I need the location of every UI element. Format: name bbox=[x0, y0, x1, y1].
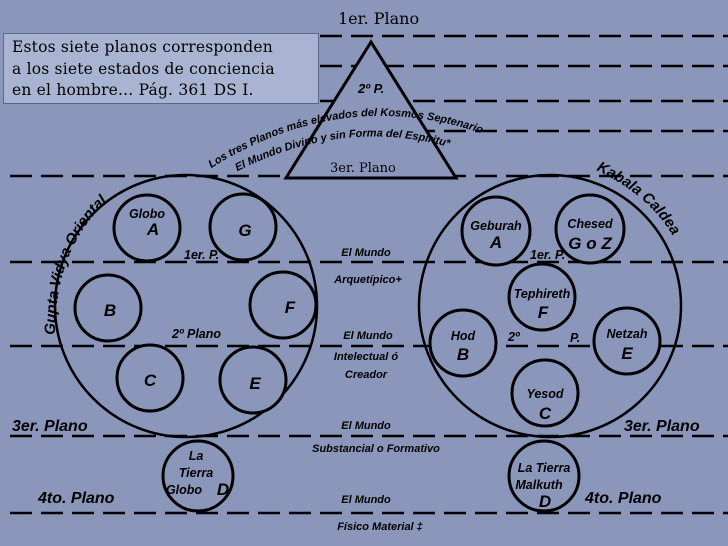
caption-line-3: en el hombre... Pág. 361 DS I. bbox=[12, 81, 254, 99]
left-circle-b bbox=[73, 273, 143, 343]
tephireth-letter: F bbox=[538, 303, 549, 322]
center-mundo-3: El Mundo bbox=[341, 420, 391, 432]
left-letter-a: A bbox=[146, 220, 159, 239]
left-circle-c bbox=[115, 343, 185, 413]
left-letter-f: F bbox=[285, 298, 296, 317]
hod-letter: B bbox=[457, 345, 469, 364]
geburah-label: Geburah bbox=[470, 219, 522, 233]
left-letter-c: C bbox=[144, 371, 157, 390]
triangle bbox=[283, 39, 459, 180]
left-circle-a bbox=[112, 193, 182, 263]
bottom-right-letter: D bbox=[539, 492, 551, 511]
left-circle-e bbox=[218, 345, 288, 415]
plane-3-left-label: 3er. Plano bbox=[12, 418, 88, 435]
left-letter-g: G bbox=[238, 221, 251, 240]
hod-circle bbox=[428, 308, 498, 378]
plane-4-left-label: 4to. Plano bbox=[37, 490, 115, 507]
left-circle-g bbox=[208, 192, 278, 262]
caption-box: Estos siete planos corresponden a los si… bbox=[3, 33, 319, 104]
left-letter-e: E bbox=[249, 374, 261, 393]
triangle-plane-3-label: 3er. Plano bbox=[330, 161, 396, 176]
plane-3-right-label: 3er. Plano bbox=[624, 418, 700, 435]
netzah-circle bbox=[592, 306, 662, 376]
triangle-plane-2-label: 2º P. bbox=[357, 81, 384, 96]
geburah-letter: A bbox=[489, 233, 502, 252]
bottom-left-circle bbox=[161, 439, 235, 513]
right-plane-1-label: 1er. P. bbox=[530, 248, 565, 262]
center-mundo-4: El Mundo bbox=[341, 494, 391, 506]
center-intelectual: Intelectual ó bbox=[334, 351, 398, 363]
bottom-right-circle bbox=[507, 439, 581, 513]
hod-label: Hod bbox=[451, 329, 476, 343]
yesod-circle bbox=[510, 358, 580, 428]
right-plane-p-label: P. bbox=[570, 331, 580, 345]
netzah-letter: E bbox=[621, 344, 633, 363]
caption-line-1: Estos siete planos corresponden bbox=[12, 38, 273, 56]
bottom-right-line-1: La Tierra bbox=[518, 461, 571, 475]
geburah-circle bbox=[460, 195, 532, 267]
bottom-left-line-3: Globo bbox=[166, 483, 202, 497]
plane-1-label: 1er. Plano bbox=[338, 9, 419, 28]
tephireth-label: Tephireth bbox=[514, 287, 571, 301]
center-creador: Creador bbox=[345, 369, 388, 381]
left-plane-1-label: 1er. P. bbox=[184, 248, 219, 262]
bottom-left-letter: D bbox=[217, 480, 229, 499]
bottom-left-line-2: Tierra bbox=[179, 466, 214, 480]
plane-4-right-label: 4to. Plano bbox=[584, 490, 662, 507]
right-big-circle bbox=[417, 173, 683, 439]
caption-line-2: a los siete estados de conciencia bbox=[12, 59, 275, 78]
left-letter-b: B bbox=[104, 301, 116, 320]
left-plane-2-label: 2º Plano bbox=[171, 327, 221, 341]
yesod-label: Yesod bbox=[526, 387, 563, 401]
chesed-label: Chesed bbox=[567, 217, 613, 231]
bottom-right-line-2: Malkuth bbox=[515, 478, 563, 492]
chesed-circle bbox=[554, 193, 626, 265]
center-mundo-1: El Mundo bbox=[341, 247, 391, 259]
globo-label: Globo bbox=[129, 207, 165, 221]
netzah-label: Netzah bbox=[607, 327, 648, 341]
center-mundo-2: El Mundo bbox=[343, 330, 393, 342]
chesed-letter: G o Z bbox=[568, 234, 612, 253]
center-fisico: Físico Material ‡ bbox=[337, 521, 423, 533]
bottom-left-line-1: La bbox=[189, 449, 204, 463]
right-plane-2-label: 2º bbox=[507, 330, 521, 344]
left-circle-f bbox=[248, 270, 318, 340]
center-arquetipico: Arquetípico+ bbox=[333, 274, 402, 286]
yesod-letter: C bbox=[539, 404, 552, 423]
tephireth-circle bbox=[507, 262, 577, 332]
center-substancial: Substancial o Formativo bbox=[312, 443, 440, 455]
